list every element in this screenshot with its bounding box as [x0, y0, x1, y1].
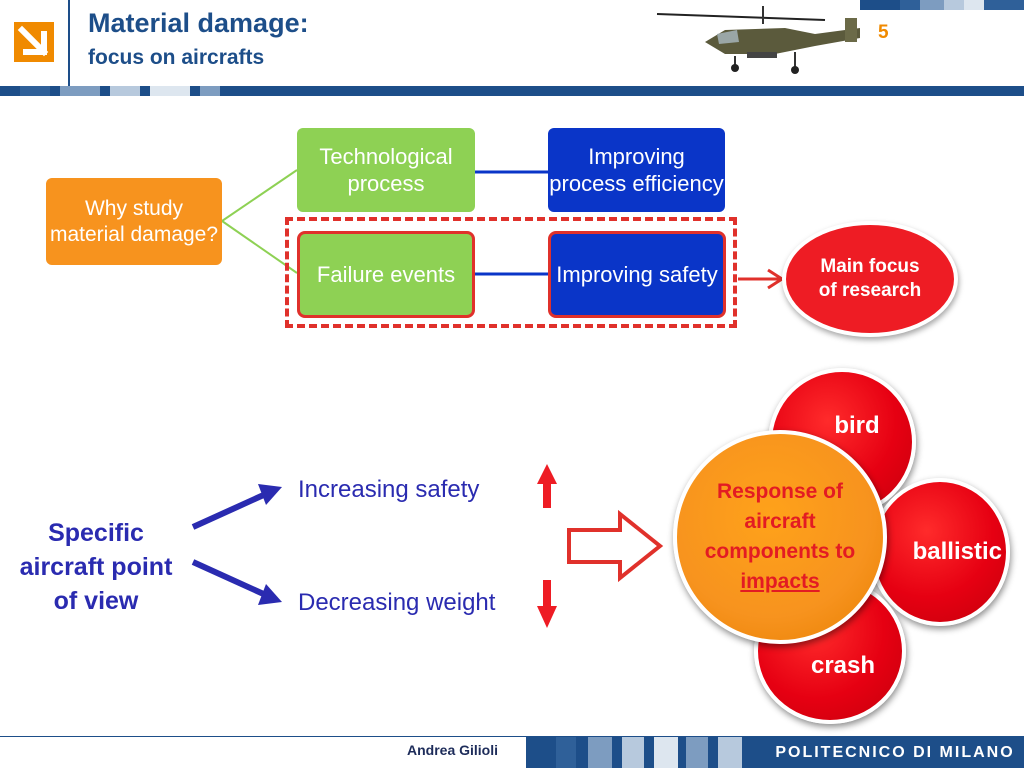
upper-blue-arrow [191, 484, 282, 530]
header-bar [0, 86, 1024, 96]
footer-line [0, 736, 1024, 737]
slide-number: 5 [878, 22, 889, 43]
decreasing-weight-label: Decreasing weight [298, 589, 496, 616]
lower-blue-arrow [191, 559, 282, 605]
ballistic-label: ballistic [912, 538, 1002, 565]
footer-stripes [526, 737, 1024, 768]
bird-label: bird [834, 412, 880, 439]
focus-frame [285, 217, 737, 328]
crash-label: crash [810, 652, 876, 679]
increasing-safety-label: Increasing safety [298, 476, 480, 503]
technological-process-box: Technological process [297, 128, 475, 212]
main-focus-badge: Main focus of research [786, 225, 954, 333]
logo-arrow-icon [0, 0, 68, 86]
response-prefix: Response of aircraft components to [704, 480, 856, 563]
author-name: Andrea Gilioli [407, 742, 499, 758]
header-divider [68, 0, 70, 86]
institution-name: POLITECNICO DI MILANO [775, 743, 1015, 761]
improving-efficiency-box: Improving process efficiency [548, 128, 725, 212]
response-impacts: impacts [740, 570, 820, 593]
slide-title: Material damage: [88, 8, 309, 38]
main-focus-text: Main focus of research [818, 256, 922, 301]
right-arrow-icon [738, 268, 785, 290]
slide-subtitle: focus on aircrafts [88, 46, 265, 69]
point-of-view-label: Specific aircraft point of view [19, 519, 173, 615]
up-arrow-icon [537, 464, 557, 508]
response-circle: Response of aircraft components to impac… [673, 430, 887, 644]
improving-safety-box: Improving safety [548, 231, 726, 318]
ballistic-circle: ballistic [870, 478, 1010, 626]
down-arrow-icon [537, 580, 557, 628]
header-stripes [860, 0, 1024, 10]
response-text: Response of aircraft components to impac… [700, 477, 860, 597]
hollow-right-arrow-icon [567, 509, 664, 583]
helicopter-icon [656, 6, 860, 74]
why-study-box: Why study material damage? [46, 178, 222, 265]
failure-events-box: Failure events [297, 231, 475, 318]
